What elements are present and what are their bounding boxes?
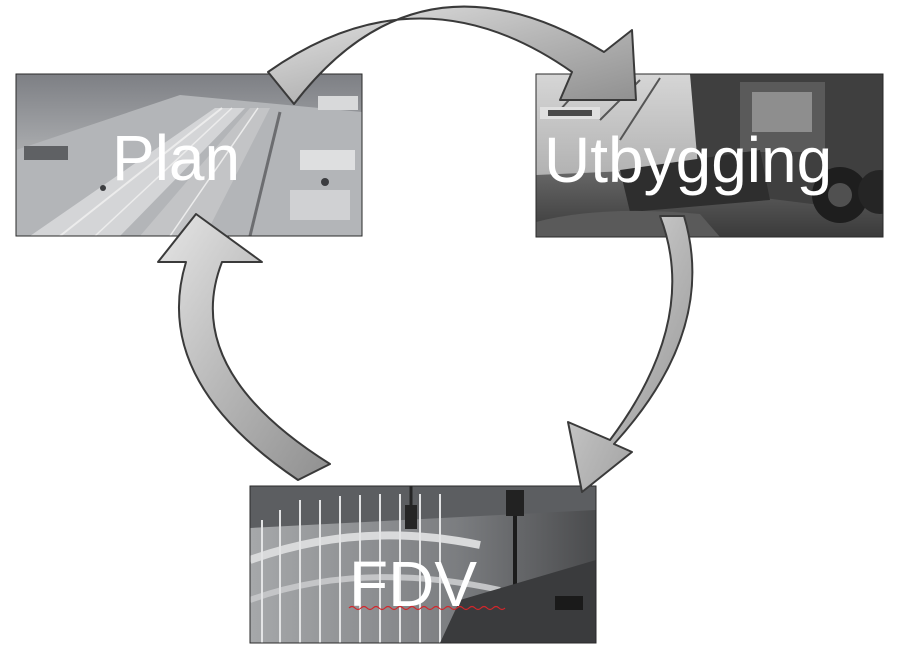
arrow-build-to-maintain bbox=[567, 215, 694, 493]
build-label: Utbygging bbox=[544, 124, 832, 196]
maintain-stage-panel: FDV bbox=[249, 485, 597, 644]
plan-stage-panel: Plan bbox=[15, 73, 363, 237]
maintain-infrastructure-image bbox=[250, 486, 596, 643]
arrow-plan-to-build bbox=[267, 5, 637, 105]
plan-label: Plan bbox=[112, 122, 240, 194]
arrow-maintain-to-plan bbox=[157, 213, 331, 481]
build-grader-image bbox=[536, 74, 883, 237]
build-stage-panel: Utbygging bbox=[535, 73, 884, 238]
spellcheck-underline bbox=[348, 605, 506, 611]
maintain-label: FDV bbox=[349, 548, 477, 620]
